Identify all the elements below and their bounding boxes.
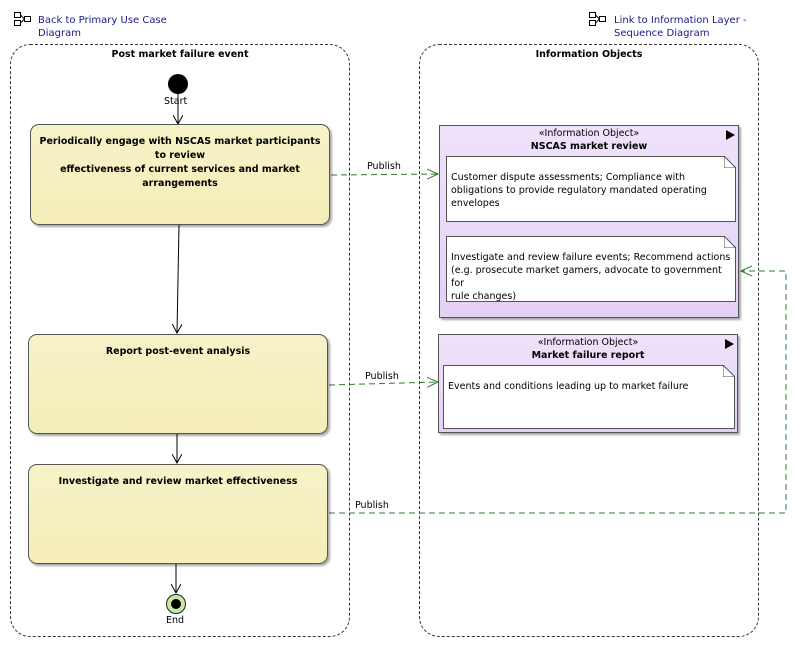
io-1-note-1-line1: Customer dispute assessments; Compliance…: [451, 172, 685, 183]
action-report-analysis[interactable]: Report post-event analysis: [28, 334, 328, 434]
publish-flow-3: [329, 271, 787, 514]
action-3-line1: Investigate and review market effectiven…: [58, 476, 298, 487]
action-2-line1: Report post-event analysis: [105, 346, 251, 357]
start-node[interactable]: [168, 74, 188, 94]
link-primary-line2[interactable]: Diagram: [38, 28, 81, 39]
link-info-line1[interactable]: Link to Information Layer -: [614, 15, 747, 26]
io-2-stereotype: «Information Object»: [537, 337, 639, 348]
io-1-note-1-line2: obligations to provide regulatory mandat…: [451, 185, 707, 196]
io-2-name: Market failure report: [531, 350, 645, 361]
io-1-note-1: Customer dispute assessments; Compliance…: [446, 156, 736, 222]
link-primary-line1[interactable]: Back to Primary Use Case: [38, 15, 167, 26]
object-triangle-icon: [725, 339, 734, 349]
lane-post-market-failure: Post market failure event: [10, 44, 350, 637]
publish-flow-1: [330, 174, 438, 175]
lane-title-right: Information Objects: [535, 49, 643, 60]
io-1-note-2: Investigate and review failure events; R…: [446, 236, 736, 302]
lane-title-left: Post market failure event: [111, 49, 249, 60]
start-label: Start: [164, 96, 188, 107]
note-fold-icon: [723, 365, 735, 377]
io-1-note-1-line3: envelopes: [451, 198, 500, 209]
io-1-note-2-line2: (e.g. prosecute market gamers, advocate …: [451, 265, 722, 289]
io-1-name: NSCAS market review: [530, 141, 648, 152]
publish-label-1: Publish: [367, 161, 401, 172]
flow-action1-to-action2: [177, 224, 179, 333]
io-1-note-2-line1: Investigate and review failure events; R…: [451, 252, 731, 263]
action-1-line2: effectiveness of current services and ma…: [60, 164, 300, 189]
publish-flow-2: [328, 382, 438, 385]
diagram-link-icon: [14, 12, 31, 26]
io-2-note-1: Events and conditions leading up to mark…: [443, 365, 735, 429]
io-2-note-1-line1: Events and conditions leading up to mark…: [448, 381, 689, 392]
lane-information-objects: Information Objects: [419, 44, 759, 637]
end-label: End: [166, 615, 185, 626]
end-node-dot: [170, 598, 181, 609]
info-object-nscas-market-review[interactable]: «Information Object» NSCAS market review…: [439, 125, 739, 318]
info-object-market-failure-report[interactable]: «Information Object» Market failure repo…: [438, 334, 738, 433]
note-fold-icon: [724, 236, 736, 248]
io-1-note-2-line3: rule changes): [451, 291, 517, 302]
diagram-link-icon: [589, 12, 606, 26]
object-triangle-icon: [726, 130, 735, 140]
action-engage-participants[interactable]: Periodically engage with NSCAS market pa…: [30, 124, 330, 225]
note-fold-icon: [724, 156, 736, 168]
link-info-line2[interactable]: Sequence Diagram: [614, 28, 710, 39]
end-node[interactable]: [166, 594, 186, 614]
action-1-line1: Periodically engage with NSCAS market pa…: [39, 136, 321, 161]
publish-label-3: Publish: [355, 500, 389, 511]
action-investigate-review[interactable]: Investigate and review market effectiven…: [28, 464, 328, 564]
publish-label-2: Publish: [365, 371, 399, 382]
io-1-stereotype: «Information Object»: [538, 128, 640, 139]
